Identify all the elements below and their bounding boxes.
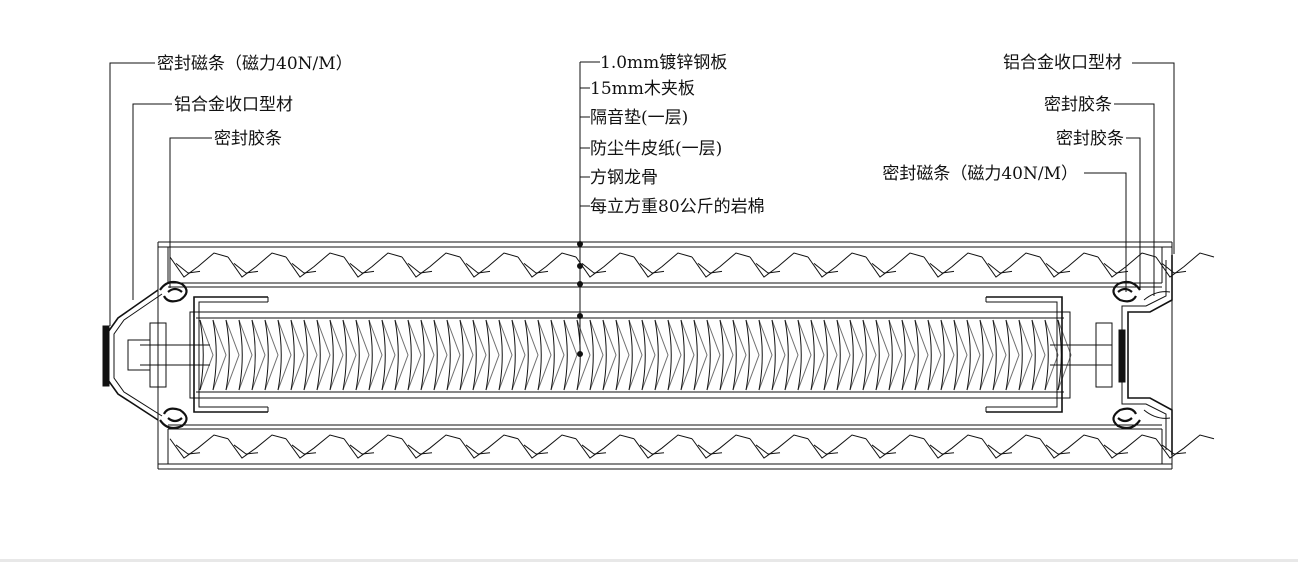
left-callouts: 密封磁条（磁力40N/M） 铝合金收口型材 密封胶条 (109, 54, 353, 326)
label-plywood: 15mm木夹板 (590, 79, 695, 99)
right-callouts: 铝合金收口型材 密封胶条 密封胶条 密封磁条（磁力40N/M） (882, 53, 1175, 296)
panel-section (102, 62, 1215, 470)
left-edge-profile (102, 289, 210, 421)
label-left-magnetic-strip: 密封磁条（磁力40N/M） (157, 54, 353, 74)
label-right-seal-strip-2: 密封胶条 (1056, 129, 1124, 149)
center-leader-dots (577, 62, 583, 357)
label-right-seal-strip-1: 密封胶条 (1044, 95, 1112, 115)
label-rock-wool: 每立方重80公斤的岩棉 (590, 197, 765, 217)
label-kraft-paper: 防尘牛皮纸(一层) (590, 139, 722, 159)
center-callouts: 1.0mm镀锌钢板 15mm木夹板 隔音垫(一层) 防尘牛皮纸(一层) 方钢龙骨… (580, 53, 765, 217)
plywood-top-grain (169, 252, 1215, 278)
rock-wool-core (199, 319, 1072, 391)
label-galvanized-steel: 1.0mm镀锌钢板 (600, 53, 727, 73)
label-right-magnetic-strip: 密封磁条（磁力40N/M） (882, 164, 1078, 184)
steel-keel-left (193, 296, 269, 413)
right-magnetic-seals (1112, 280, 1141, 430)
label-sound-pad: 隔音垫(一层) (590, 108, 688, 128)
label-steel-keel: 方钢龙骨 (590, 168, 658, 188)
page-bottom-border (0, 559, 1298, 562)
plywood-bottom-grain (169, 434, 1215, 459)
left-magnetic-seals (159, 280, 188, 430)
label-right-aluminum-profile: 铝合金收口型材 (1003, 53, 1122, 73)
steel-keel-right (985, 296, 1063, 413)
right-edge-profile (1050, 255, 1173, 455)
label-left-seal-strip: 密封胶条 (214, 129, 282, 149)
label-left-aluminum-profile: 铝合金收口型材 (174, 95, 293, 115)
